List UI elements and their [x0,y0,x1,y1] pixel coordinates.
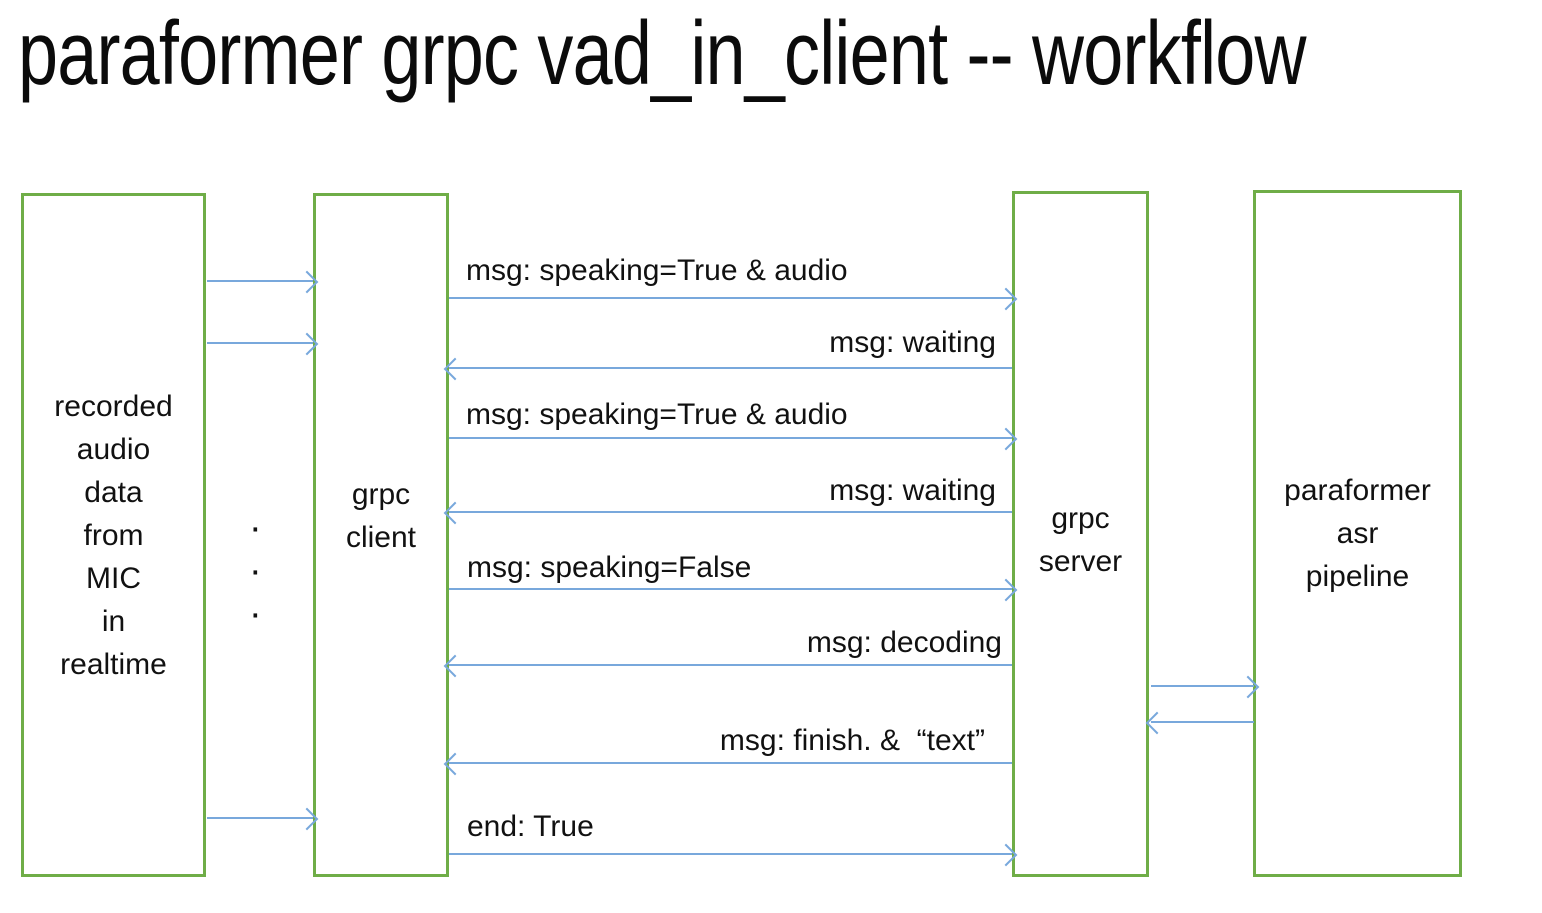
paraformer-asr-pipeline-box-label: paraformer asr pipeline [1284,474,1431,593]
arrow-msg-4-server-to-client [449,511,1012,513]
ellipsis-dots: · · · [249,507,262,636]
diagram-title: paraformer grpc vad_in_client -- workflo… [18,4,1307,104]
arrow-msg-7-server-to-client [449,762,1012,764]
grpc-client-box-label: grpc client [345,478,417,554]
arrow-msg-3-client-to-server [449,437,1012,439]
grpc-client-box: grpc client [313,193,449,877]
ellipsis-dot: · [249,593,262,635]
message-label-speaking-true-2: msg: speaking=True & audio [466,398,848,431]
message-label-finish-text: msg: finish. & “text” [719,724,985,757]
pipeline-to-server-arrow [1151,721,1254,723]
message-label-end-true: end: True [467,810,594,843]
arrow-msg-6-server-to-client [449,664,1012,666]
server-to-pipeline-arrow [1151,685,1254,687]
ellipsis-dot: · [249,550,262,592]
arrow-msg-2-server-to-client [449,367,1012,369]
grpc-server-box-label: grpc server [1038,502,1123,578]
ellipsis-dot: · [249,507,262,549]
mic-box-label: recorded audio data from MIC in realtime [54,389,173,681]
arrow-msg-8-client-to-server [449,853,1012,855]
message-label-waiting-1: msg: waiting [829,326,996,359]
message-label-waiting-2: msg: waiting [829,474,996,507]
message-label-speaking-true-1: msg: speaking=True & audio [466,254,848,287]
message-label-decoding: msg: decoding [806,626,1002,659]
mic-to-client-arrow-2 [207,342,313,344]
grpc-server-box: grpc server [1012,191,1149,877]
mic-to-client-arrow-3 [207,817,313,819]
mic-box: recorded audio data from MIC in realtime [21,193,206,877]
paraformer-asr-pipeline-box: paraformer asr pipeline [1253,190,1462,877]
arrow-msg-1-client-to-server [449,297,1012,299]
arrow-msg-5-client-to-server [449,588,1012,590]
mic-to-client-arrow-1 [207,280,313,282]
message-label-speaking-false: msg: speaking=False [467,551,752,584]
